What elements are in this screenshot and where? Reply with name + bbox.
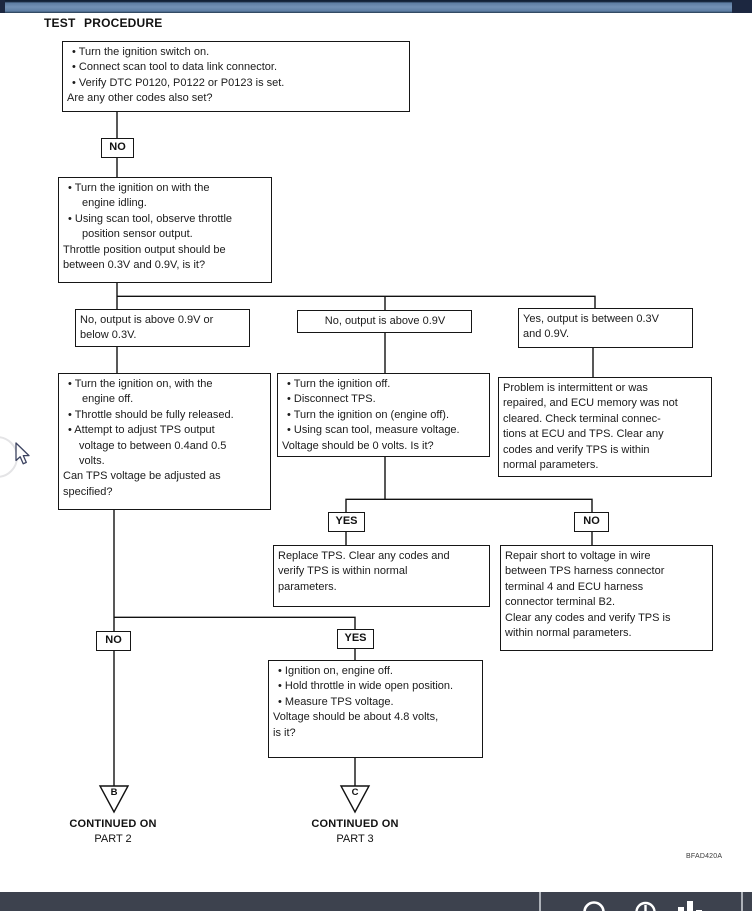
- bottom-toolbar: [0, 892, 752, 911]
- flow-line: No, output is above 0.9V: [324, 315, 446, 327]
- flow-line: • Turn the ignition on with the: [68, 182, 210, 194]
- flow-line: No, output is above 0.9V or: [80, 314, 214, 326]
- flow-line: and 0.9V.: [523, 328, 570, 341]
- flow-box-intermittent: Problem is intermittent or was repaired,…: [498, 377, 712, 477]
- flow-box-repair-short: Repair short to voltage in wire between …: [500, 545, 713, 651]
- flow-line: engine idling.: [82, 197, 147, 210]
- flow-line: • Disconnect TPS.: [287, 393, 376, 406]
- top-window-bar: [0, 0, 752, 13]
- flow-box-adjust-tps: • Turn the ignition on, with the engine …: [58, 373, 271, 510]
- decision-label-no-1: NO: [101, 138, 134, 158]
- flow-line: • Turn the ignition on, with the: [68, 378, 213, 390]
- flow-branch-right: Yes, output is between 0.3V and 0.9V.: [518, 308, 693, 348]
- flow-line: Clear any codes and verify TPS is: [505, 611, 671, 624]
- toolbar-divider: [741, 892, 743, 911]
- flow-line: tions at ECU and TPS. Clear any: [503, 428, 664, 441]
- flow-line: • Turn the ignition off.: [287, 378, 391, 390]
- flow-box-wot-check: • Ignition on, engine off. • Hold thrott…: [268, 660, 483, 758]
- top-bar-left-notch: [0, 0, 5, 13]
- decision-label-yes-1: YES: [328, 512, 365, 532]
- bar-chart-icon[interactable]: [676, 897, 704, 911]
- flow-box-disconnect-tps: • Turn the ignition off. • Disconnect TP…: [277, 373, 490, 457]
- flow-line: • Connect scan tool to data link connect…: [72, 61, 278, 74]
- flow-line: Repair short to voltage in wire: [505, 550, 651, 562]
- flow-branch-left: No, output is above 0.9V or below 0.3V.: [75, 309, 250, 347]
- flow-line: • Throttle should be fully released.: [68, 408, 234, 421]
- flow-line: specified?: [63, 485, 113, 498]
- flow-branch-middle: No, output is above 0.9V: [297, 310, 472, 333]
- flow-box-start: • Turn the ignition switch on. • Connect…: [62, 41, 410, 112]
- continued-part: PART 3: [336, 833, 374, 845]
- flow-line: • Turn the ignition switch on.: [72, 46, 210, 58]
- flow-line: Throttle position output should be: [63, 243, 226, 256]
- flow-line: between TPS harness connector: [505, 565, 665, 578]
- decision-label-no-2: NO: [574, 512, 609, 532]
- flow-box-idle-check: • Turn the ignition on with the engine i…: [58, 177, 272, 283]
- flow-line: parameters.: [278, 580, 337, 593]
- continued-text: CONTINUED ON: [311, 818, 399, 830]
- flow-line: Can TPS voltage be adjusted as: [63, 470, 221, 483]
- flow-line: • Verify DTC P0120, P0122 or P0123 is se…: [72, 76, 285, 89]
- flow-line: repaired, and ECU memory was not: [503, 397, 678, 410]
- decision-label-yes-2: YES: [337, 629, 374, 649]
- flow-line: Are any other codes also set?: [67, 92, 213, 105]
- flow-line: volts.: [79, 455, 105, 468]
- flow-line: codes and verify TPS is within: [503, 443, 650, 456]
- flow-line: position sensor output.: [82, 228, 193, 241]
- figure-code: BFAD420A: [686, 853, 723, 860]
- flow-line: • Hold throttle in wide open position.: [278, 680, 454, 693]
- flow-box-replace-tps: Replace TPS. Clear any codes and verify …: [273, 545, 490, 607]
- flow-line: between 0.3V and 0.9V, is it?: [63, 259, 206, 272]
- flow-line: cleared. Check terminal connec-: [503, 412, 661, 425]
- flow-line: is it?: [273, 726, 296, 739]
- flow-line: • Ignition on, engine off.: [278, 665, 393, 677]
- toolbar-divider: [539, 892, 541, 911]
- flow-line: Yes, output is between 0.3V: [523, 313, 659, 325]
- flow-line: • Measure TPS voltage.: [278, 695, 394, 708]
- flow-line: voltage to between 0.4and 0.5: [79, 439, 227, 452]
- flow-line: Voltage should be 0 volts. Is it?: [282, 439, 434, 452]
- flow-line: verify TPS is within normal: [278, 565, 408, 578]
- flow-line: engine off.: [82, 393, 134, 406]
- page-title: TEST PROCEDURE: [44, 16, 163, 30]
- flow-line: Voltage should be about 4.8 volts,: [273, 711, 439, 724]
- clock-icon[interactable]: [633, 897, 658, 911]
- flow-line: connector terminal B2.: [505, 596, 616, 609]
- continued-on-part3: CONTINUED ON PART 3: [280, 818, 430, 845]
- search-icon[interactable]: [581, 897, 607, 911]
- decision-label-no-3: NO: [96, 631, 131, 651]
- flow-line: below 0.3V.: [80, 329, 137, 342]
- flow-line: within normal parameters.: [505, 627, 632, 640]
- flow-line: • Attempt to adjust TPS output: [68, 424, 215, 437]
- flow-line: terminal 4 and ECU harness: [505, 580, 644, 593]
- flow-line: • Turn the ignition on (engine off).: [287, 408, 450, 421]
- connector-b-label: B: [110, 787, 118, 798]
- flow-line: normal parameters.: [503, 459, 599, 472]
- mouse-cursor: [15, 442, 30, 465]
- continued-text: CONTINUED ON: [69, 818, 157, 830]
- flow-line: • Using scan tool, observe throttle: [68, 212, 233, 225]
- continued-part: PART 2: [94, 833, 132, 845]
- flow-line: • Using scan tool, measure voltage.: [287, 424, 460, 437]
- flow-line: Replace TPS. Clear any codes and: [278, 550, 450, 562]
- top-bar-right-notch: [732, 0, 752, 13]
- continued-on-part2: CONTINUED ON PART 2: [38, 818, 188, 845]
- flow-line: Problem is intermittent or was: [503, 382, 648, 394]
- connector-c-label: C: [351, 787, 359, 798]
